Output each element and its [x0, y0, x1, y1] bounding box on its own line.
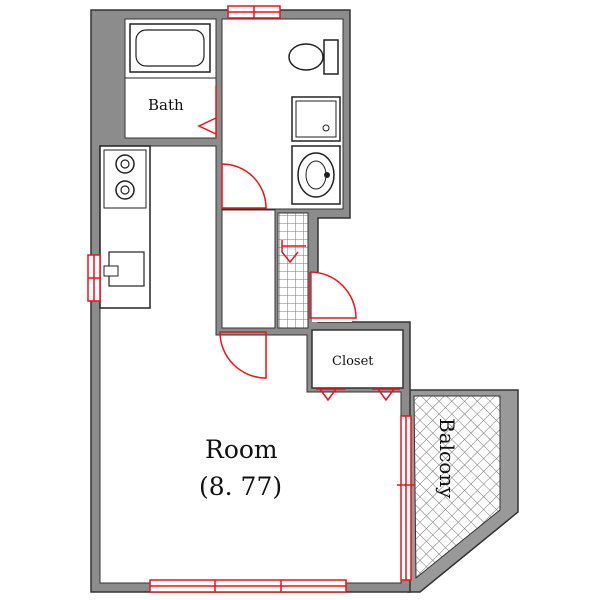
room-size-label: (8. 77): [199, 472, 282, 501]
laundry-pan: [277, 212, 309, 329]
bath-door: [197, 86, 217, 138]
washbasin-icon: [291, 145, 341, 205]
faucet-icon: [103, 265, 119, 277]
burner-icon: [115, 154, 135, 174]
entry-door: [309, 271, 357, 319]
closet-label: Closet: [332, 354, 374, 369]
closet-door: [316, 388, 400, 402]
balcony-area: [407, 389, 519, 593]
burner-icon: [115, 180, 135, 200]
windows: [87, 5, 414, 593]
hall: [221, 209, 276, 329]
balcony-label: Balcony: [435, 418, 459, 499]
toilet-door: [221, 163, 267, 209]
room-label: Room: [205, 435, 278, 464]
doors: [197, 86, 400, 402]
toilet-icon: [288, 39, 339, 75]
entry: [312, 272, 352, 322]
room-door: [219, 331, 267, 379]
kitchen: [99, 145, 151, 309]
shower-tray-icon: [291, 96, 341, 142]
bathtub-icon: [129, 23, 211, 73]
closet: [311, 329, 404, 389]
laundry-door: [281, 240, 306, 264]
bath-label: Bath: [148, 96, 184, 114]
